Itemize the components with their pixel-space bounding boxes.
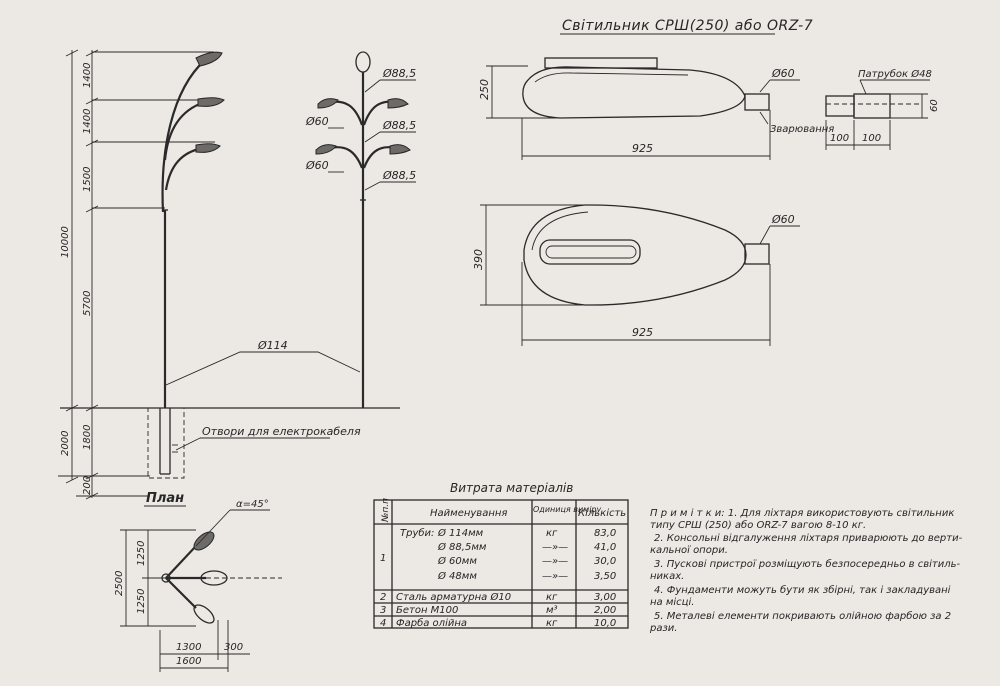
nozzle-seg2: 100: [862, 133, 881, 144]
dim-d60-2: Ø60: [305, 159, 329, 172]
plan-dim-300: 300: [224, 642, 243, 653]
header-number: №п.п: [381, 498, 391, 523]
weld-label: Зварювання: [770, 124, 834, 135]
row3-name: Бетон М100: [396, 605, 458, 616]
materials-table: Витрата матеріалів №п.п Найменування Оди…: [373, 481, 629, 629]
note-line-2: типу СРШ (250) або ORZ-7 вагою 8-10 кг.: [650, 519, 866, 531]
plan-dim-1250-bottom: 1250: [136, 589, 147, 614]
plan-dim-1250-top: 1250: [136, 541, 147, 566]
luminaire-side-view: 250 925 Ø60 Зварювання: [478, 57, 834, 160]
tube-48-unit: —»—: [542, 571, 568, 582]
row2-number: 2: [380, 592, 386, 603]
nozzle-height: 60: [929, 99, 940, 112]
note-line-10: рази.: [649, 623, 677, 634]
plan-dim-1600: 1600: [176, 656, 201, 667]
tube-48-qty: 3,50: [594, 571, 616, 582]
dim-1400-top: 1400: [82, 63, 93, 88]
notes: П р и м і т к и: 1. Для ліхтаря використ…: [649, 507, 963, 634]
row2-unit: кг: [546, 592, 558, 603]
tube-60-name: Ø 60мм: [437, 555, 477, 567]
luminaire-title: Світильник СРШ(250) або ORZ-7: [562, 18, 813, 34]
dim-d60-1: Ø60: [305, 115, 329, 128]
dim-1800: 1800: [82, 425, 93, 450]
row3-qty: 2,00: [594, 605, 616, 616]
nozzle-seg1: 100: [830, 133, 849, 144]
note-line-9: 5. Металеві елементи покривають олійною …: [654, 610, 951, 622]
plan-tube: Ø60: [771, 213, 795, 226]
plan-length: 925: [632, 326, 653, 339]
dim-d88-1: Ø88,5: [382, 67, 416, 80]
row1-number: 1: [380, 553, 386, 564]
tube-60-unit: —»—: [542, 556, 568, 567]
nozzle-detail: Патрубок Ø48 60 100 100: [825, 68, 940, 150]
tube-114-name: Ø 114мм: [437, 527, 484, 539]
row2-qty: 3,00: [594, 592, 616, 603]
header-unit: Одиниця виміру: [533, 505, 602, 514]
row2-name: Сталь арматурна Ø10: [396, 591, 511, 603]
pole-front-view: Ø88,5 Ø60 Ø88,5 Ø60 Ø88,5: [305, 51, 416, 408]
tube-114-qty: 83,0: [594, 528, 616, 539]
plan-title: План: [146, 491, 184, 506]
plan-angle: α=45°: [236, 499, 269, 510]
row4-name: Фарба олійна: [396, 617, 467, 629]
dim-d114: Ø114: [257, 339, 288, 352]
note-line-5: 3. Пускові пристрої розміщують безпосере…: [654, 558, 960, 570]
side-tube: Ø60: [771, 67, 795, 80]
luminaire-plan-view: 390 925 Ø60: [472, 204, 800, 346]
dim-5700: 5700: [82, 291, 93, 316]
dim-1500: 1500: [82, 167, 93, 192]
tube-88-unit: —»—: [542, 542, 568, 553]
note-line-6: никах.: [650, 571, 684, 582]
side-height: 250: [478, 79, 491, 100]
dim-2000: 2000: [60, 431, 71, 456]
pole-side-view: 1400 1400 1500 5700 10000 1800 2000 200 …: [58, 49, 400, 500]
tubes-label: Труби:: [400, 527, 434, 539]
tube-60-qty: 30,0: [594, 556, 616, 567]
plan-dim-1300: 1300: [176, 642, 201, 653]
note-line-3: 2. Консольні відгалуження ліхтаря привар…: [654, 532, 963, 544]
dim-d88-2: Ø88,5: [382, 119, 416, 132]
dim-10000: 10000: [60, 226, 71, 258]
side-length: 925: [632, 142, 653, 155]
cable-note: Отвори для електрокабеля: [202, 425, 361, 438]
plan-view: План α=45° 1250 2500 1250 1300 300 1600: [114, 491, 282, 672]
plan-dim-2500: 2500: [114, 571, 125, 596]
row3-unit: м³: [546, 605, 558, 616]
materials-title: Витрата матеріалів: [450, 481, 573, 495]
plan-height: 390: [472, 249, 485, 270]
row3-number: 3: [380, 605, 386, 616]
note-line-8: на місці.: [650, 596, 694, 608]
nozzle-label: Патрубок Ø48: [858, 68, 932, 80]
tube-88-qty: 41,0: [594, 542, 616, 553]
tube-88-name: Ø 88,5мм: [437, 541, 487, 553]
row4-qty: 10,0: [594, 618, 616, 629]
tube-114-unit: кг: [546, 528, 558, 539]
row4-unit: кг: [546, 618, 558, 629]
note-line-4: кальної опори.: [650, 545, 728, 556]
note-line-7: 4. Фундаменти можуть бути як збірні, так…: [654, 584, 951, 596]
dim-1400-mid: 1400: [82, 109, 93, 134]
tube-48-name: Ø 48мм: [437, 570, 477, 582]
dim-d88-3: Ø88,5: [382, 169, 416, 182]
row4-number: 4: [380, 618, 386, 629]
header-qty: Кількість: [578, 507, 626, 519]
header-name: Найменування: [430, 508, 507, 519]
dim-200: 200: [82, 476, 93, 495]
note-line-1: П р и м і т к и: 1. Для ліхтаря використ…: [650, 507, 954, 519]
